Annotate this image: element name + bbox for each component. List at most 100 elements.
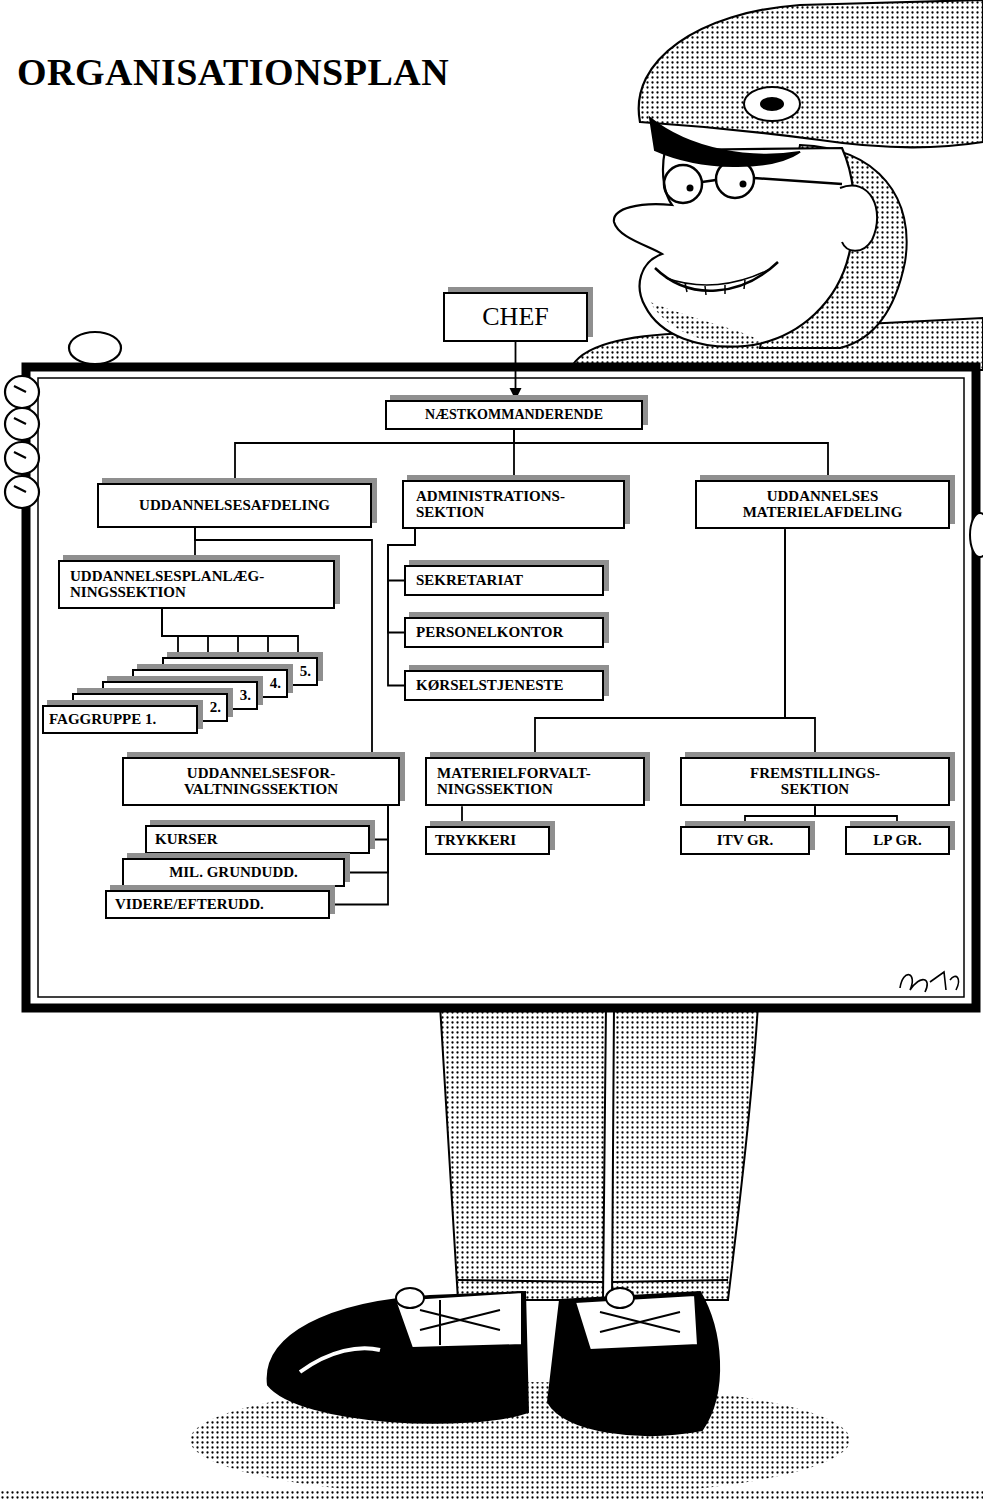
- connector-line: [235, 430, 514, 483]
- ear: [840, 186, 877, 251]
- box-label: SEKRETARIAT: [416, 572, 523, 588]
- trousers: [440, 1005, 758, 1300]
- cap-crown: [639, 0, 983, 147]
- right-leg: [612, 1005, 758, 1300]
- org-box: ADMINISTRATIONS- SEKTION: [402, 480, 625, 529]
- ground-strip: [0, 1490, 983, 1500]
- connector: [815, 806, 897, 826]
- org-box: MATERIELFORVALT- NINGSSEKTION: [425, 757, 645, 806]
- connector-line: [785, 529, 815, 757]
- org-box: PERSONELKONTOR: [404, 617, 604, 648]
- laces: [600, 1312, 680, 1332]
- org-box: KURSER: [145, 825, 370, 854]
- connector: [462, 806, 463, 826]
- box-label: KØRSELSTJENESTE: [416, 677, 564, 693]
- glasses-frame: [702, 178, 842, 184]
- stacked-card: FAGGRUPPE 1.: [42, 705, 198, 734]
- connector: [745, 806, 815, 826]
- connector: [162, 609, 298, 657]
- thumb: [69, 332, 121, 364]
- shoe-bow: [396, 1288, 424, 1308]
- laces: [420, 1300, 500, 1345]
- finger: [5, 476, 39, 508]
- connector: [370, 806, 388, 839]
- cap-badge-centre: [760, 97, 784, 111]
- box-label: 4.: [270, 675, 281, 691]
- stubble: [650, 302, 762, 344]
- box-label: VIDERE/EFTERUDD.: [115, 896, 264, 912]
- face: [614, 148, 855, 347]
- connector: [330, 806, 388, 904]
- org-box: KØRSELSTJENESTE: [404, 670, 604, 701]
- box-label: UDDANNELSESAFDELING: [139, 497, 330, 513]
- box-label: FAGGRUPPE 1.: [49, 711, 156, 727]
- org-box: LP GR.: [845, 826, 950, 855]
- box-label: TRYKKERI: [435, 832, 516, 848]
- box-label: MIL. GRUNDUDD.: [169, 864, 298, 880]
- finger: [5, 376, 39, 408]
- connector: [388, 529, 415, 685]
- fingernails: [14, 386, 26, 492]
- connector-line: [330, 806, 388, 904]
- chart-title: ORGANISATIONSPLAN: [17, 50, 449, 94]
- right-shoe: [548, 1292, 719, 1435]
- box-label: PERSONELKONTOR: [416, 624, 563, 640]
- left-leg: [440, 1005, 606, 1300]
- box-label: CHEF: [482, 303, 548, 331]
- connector-line: [388, 529, 415, 685]
- connector-line: [514, 430, 828, 480]
- connector: [514, 430, 828, 480]
- trouser-cuffs: [458, 1280, 728, 1282]
- box-label: ADMINISTRATIONS- SEKTION: [416, 488, 565, 520]
- box-label: KURSER: [155, 831, 218, 847]
- org-box: MIL. GRUNDUDD.: [122, 858, 345, 887]
- box-label: UDDANNELSES MATERIELAFDELING: [743, 488, 903, 520]
- org-box: UDDANNELSES MATERIELAFDELING: [695, 480, 950, 529]
- org-box: UDDANNELSESFOR- VALTNINGSSEKTION: [122, 757, 400, 806]
- grin: [655, 262, 778, 291]
- connector-line: [815, 806, 897, 826]
- box-label: UDDANNELSESPLANLÆG- NINGSSEKTION: [70, 568, 264, 600]
- box-label: FREMSTILLINGS- SEKTION: [750, 765, 880, 797]
- org-box: CHEF: [443, 292, 588, 342]
- left-hand: [5, 332, 121, 508]
- lens: [664, 165, 702, 203]
- box-label: LP GR.: [873, 832, 921, 848]
- org-box: TRYKKERI: [425, 826, 550, 855]
- shoe-shine: [300, 1348, 380, 1372]
- shoes: [268, 1288, 719, 1435]
- org-box: VIDERE/EFTERUDD.: [105, 890, 330, 919]
- board-inner-line: [38, 378, 964, 997]
- org-box: SEKRETARIAT: [404, 565, 604, 596]
- box-label: 5.: [300, 663, 311, 679]
- connector-line: [461, 806, 463, 826]
- connector-line: [370, 806, 388, 839]
- board-frame: [26, 367, 976, 1008]
- pupil: [687, 185, 694, 192]
- shoe-bow: [606, 1288, 634, 1308]
- cap-visor: [650, 118, 800, 166]
- org-box: UDDANNELSESPLANLÆG- NINGSSEKTION: [58, 560, 335, 609]
- connector-line: [515, 342, 517, 388]
- box-label: ITV GR.: [717, 832, 773, 848]
- connector: [785, 529, 815, 757]
- right-shoe-laces: [575, 1295, 698, 1350]
- box-label: 3.: [240, 687, 251, 703]
- box-label: 2.: [210, 699, 221, 715]
- connector: [510, 342, 522, 400]
- cap-badge: [744, 87, 800, 121]
- left-shoe: [268, 1292, 528, 1423]
- pupil: [740, 181, 747, 188]
- org-box: ITV GR.: [680, 826, 810, 855]
- finger: [5, 408, 39, 440]
- org-box: UDDANNELSESAFDELING: [97, 483, 372, 528]
- org-box: NÆSTKOMMANDERENDE: [385, 400, 643, 430]
- signature-scrawl: [900, 972, 958, 992]
- right-thumb: [970, 513, 983, 557]
- connector: [235, 430, 514, 483]
- box-label: UDDANNELSESFOR- VALTNINGSSEKTION: [184, 765, 338, 797]
- arrowhead: [510, 388, 522, 400]
